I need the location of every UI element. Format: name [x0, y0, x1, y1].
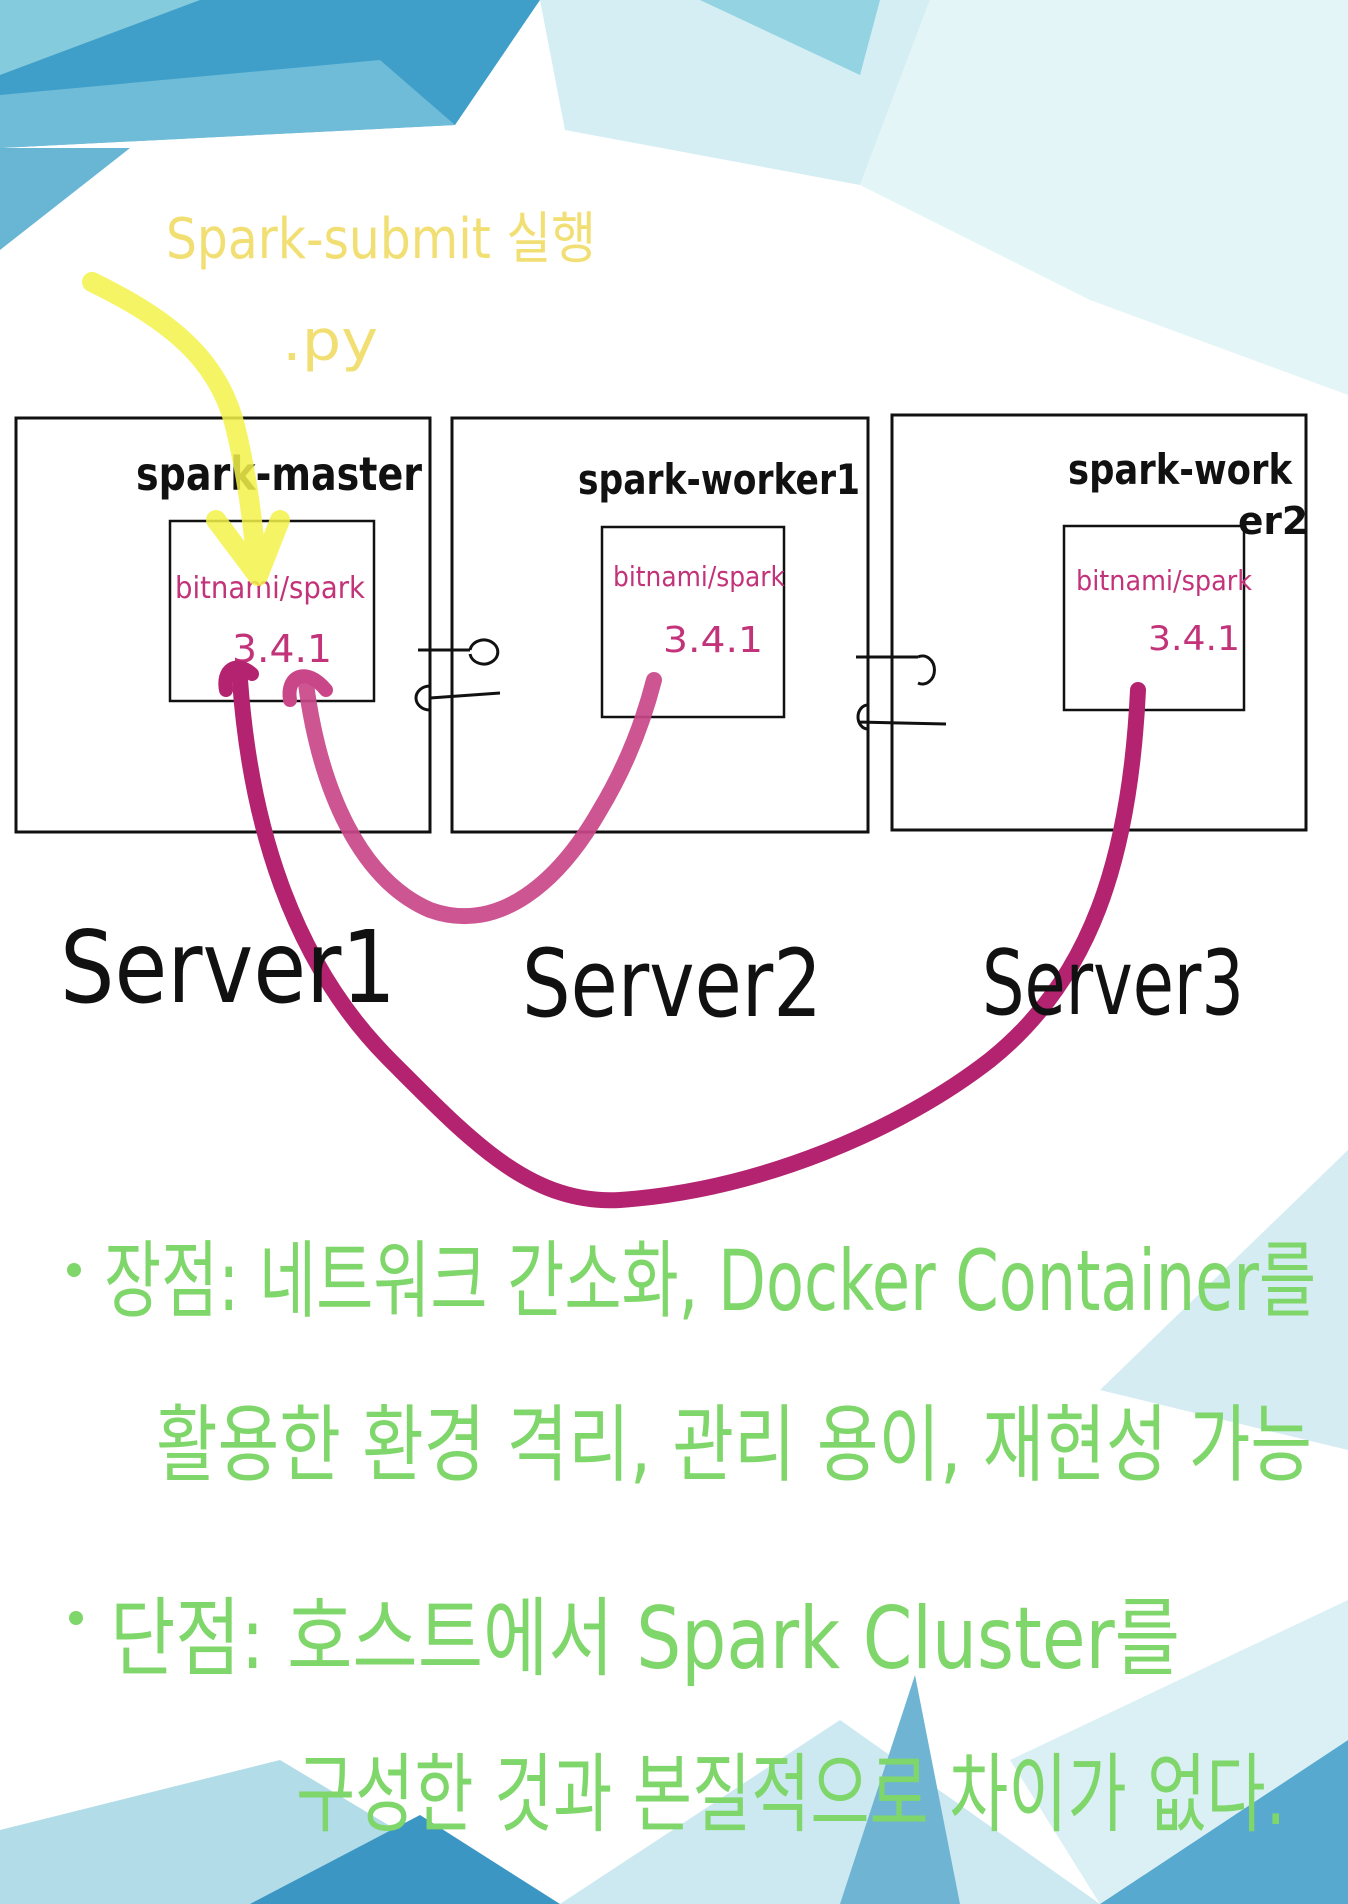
bg-shape-topleft-light — [0, 0, 200, 75]
notes-section: 장점: 네트워크 간소화, Docker Container를 활용한 환경 격… — [67, 1232, 1316, 1845]
network-link-1-2 — [414, 638, 501, 712]
server-2-node-name: spark-worker1 — [578, 455, 860, 504]
server-2-label: Server2 — [522, 930, 822, 1039]
server-3-container-box — [1062, 524, 1246, 712]
pros-bullet — [67, 1263, 81, 1277]
server-3-node-name-suffix: er2 — [1238, 499, 1308, 543]
pros-line-2: 활용한 환경 격리, 관리 용이, 재현성 가능 — [156, 1396, 1312, 1494]
server-2-container-box — [600, 525, 786, 719]
bg-shape-left-wedge — [0, 148, 130, 250]
server-3-frame — [890, 413, 1308, 832]
bg-shape-top-right — [860, 0, 1348, 395]
server-2-container-image: bitnami/spark — [613, 560, 786, 593]
spark-submit-annotation: Spark-submit 실행 .py — [82, 207, 596, 586]
spark-submit-file: .py — [282, 309, 378, 374]
cons-line-2: 구성한 것과 본질적으로 차이가 없다. — [296, 1745, 1286, 1845]
server-box-1: spark-master bitnami/spark 3.4.1 — [14, 416, 432, 834]
server-3-node-name: spark-work — [1068, 445, 1293, 494]
spark-submit-arrow — [82, 272, 290, 586]
bg-shape-top-center-dark — [700, 0, 880, 75]
connection-master-to-worker1 — [298, 672, 662, 925]
cluster-connections — [218, 660, 1146, 1209]
server-1-node-name: spark-master — [136, 447, 422, 501]
server-1-container-image: bitnami/spark — [175, 571, 366, 606]
server-2-container-version: 3.4.1 — [663, 620, 763, 661]
cons-line-1: 단점: 호스트에서 Spark Cluster를 — [110, 1589, 1180, 1689]
bg-shape-right-mid — [1100, 1150, 1348, 1450]
server-box-2: spark-worker1 bitnami/spark 3.4.1 — [450, 416, 870, 834]
cons-bullet — [69, 1611, 83, 1625]
server-2-frame — [450, 416, 870, 834]
link-1-2-lower — [414, 684, 501, 712]
link-2-3-upper — [856, 654, 936, 686]
link-1-2-upper — [418, 638, 500, 666]
server-3-container-version: 3.4.1 — [1148, 619, 1240, 659]
server-labels: Server1 Server2 Server3 — [60, 909, 1244, 1039]
connection-master-to-worker2 — [232, 672, 1146, 1209]
pros-line-1: 장점: 네트워크 간소화, Docker Container를 — [104, 1232, 1316, 1330]
bg-shape-topleft-mid — [0, 60, 455, 148]
bg-shape-bottom-left-dark — [250, 1815, 560, 1904]
server-box-3: spark-work er2 bitnami/spark 3.4.1 — [890, 413, 1308, 832]
network-link-2-3 — [856, 654, 947, 731]
connection-master-hook-left — [218, 660, 259, 697]
bg-shape-bottom-center-light — [560, 1720, 1100, 1904]
link-2-3-lower — [856, 703, 947, 731]
server-3-label: Server3 — [982, 931, 1244, 1036]
bg-shape-bottom-right-light — [1010, 1600, 1348, 1904]
server-3-container-image: bitnami/spark — [1076, 564, 1253, 597]
server-1-label: Server1 — [60, 909, 396, 1026]
spark-submit-command: Spark-submit 실행 — [166, 207, 596, 272]
connection-master-hook-right — [282, 669, 333, 707]
bg-shape-bottom-center-dark — [840, 1675, 960, 1904]
